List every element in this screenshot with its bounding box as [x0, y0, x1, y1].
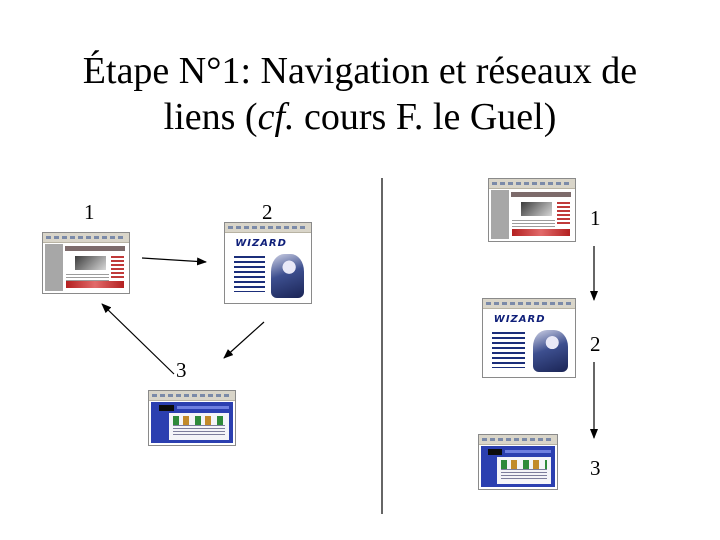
site-2-screenshot: WIZARD	[224, 222, 312, 304]
sequence-label-2: 2	[590, 332, 601, 356]
sequence-label-1: 1	[590, 206, 601, 230]
sequence-site-3-screenshot	[478, 434, 558, 490]
network-label-2: 2	[262, 200, 273, 224]
arrow-3-to-1	[101, 303, 175, 375]
title-line-2: liens (cf. cours F. le Guel)	[0, 94, 720, 140]
network-label-3: 3	[176, 358, 187, 382]
page-title: Étape N°1: Navigation et réseaux de lien…	[0, 48, 720, 140]
title-line-2-italic: cf.	[257, 96, 295, 138]
arrow-1-to-2	[141, 257, 207, 266]
sequence-label-3: 3	[590, 456, 601, 480]
network-label-1: 1	[84, 200, 95, 224]
title-line-2-prefix: liens (	[163, 96, 258, 138]
site-1-screenshot	[42, 232, 130, 294]
sequence-site-2-screenshot: WIZARD	[482, 298, 576, 378]
title-line-2-suffix: cours F. le Guel)	[294, 96, 557, 138]
arrow-2-to-3	[223, 321, 265, 359]
site-3-screenshot	[148, 390, 236, 446]
title-line-1: Étape N°1: Navigation et réseaux de	[82, 50, 638, 92]
sequence-site-1-screenshot	[488, 178, 576, 242]
